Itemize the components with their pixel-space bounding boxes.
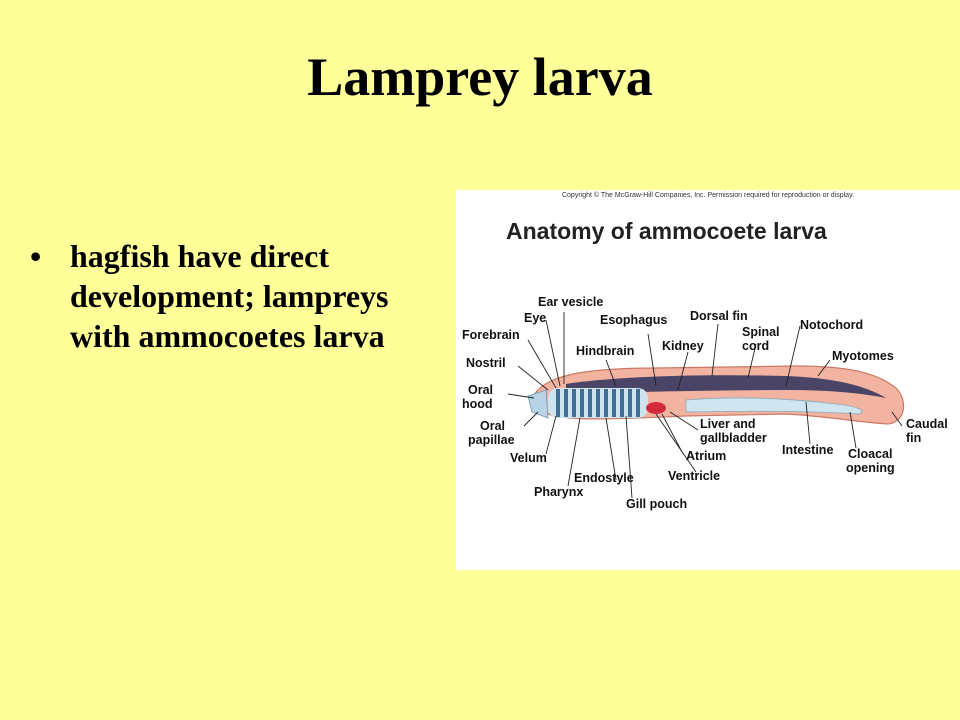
label-oral-papillae-1: Oral <box>480 419 506 433</box>
label-liver-2: gallbladder <box>700 431 767 445</box>
copyright-notice: Copyright © The McGraw-Hill Companies, I… <box>561 192 854 199</box>
label-cloacal-1: Cloacal <box>848 447 893 461</box>
label-dorsal-fin: Dorsal fin <box>690 309 748 323</box>
label-ear-vesicle: Ear vesicle <box>538 295 604 309</box>
label-oral-hood-1: Oral <box>468 383 494 397</box>
label-spinal-cord-2: cord <box>742 339 770 353</box>
label-myotomes: Myotomes <box>832 349 894 363</box>
label-caudal-1: Caudal <box>906 417 948 431</box>
label-atrium: Atrium <box>686 449 727 463</box>
label-esophagus: Esophagus <box>600 313 668 327</box>
oral-hood-shape <box>527 389 549 419</box>
label-oral-papillae-2: papillae <box>468 433 515 447</box>
slide-title: Lamprey larva <box>307 47 653 107</box>
label-nostril: Nostril <box>466 356 506 370</box>
label-forebrain: Forebrain <box>462 328 520 342</box>
heart-shape <box>646 402 666 414</box>
leader-lines <box>507 312 903 499</box>
label-notochord: Notochord <box>800 318 864 332</box>
label-liver-1: Liver and <box>700 417 756 431</box>
ammocoete-anatomy-figure: Copyright © The McGraw-Hill Companies, I… <box>456 190 960 570</box>
label-oral-hood-2: hood <box>462 397 493 411</box>
label-intestine: Intestine <box>782 443 834 457</box>
label-kidney: Kidney <box>662 339 704 353</box>
label-pharynx: Pharynx <box>534 485 584 499</box>
label-velum: Velum <box>510 451 547 465</box>
label-gill-pouch: Gill pouch <box>626 497 688 511</box>
label-cloacal-2: opening <box>846 461 895 475</box>
label-hindbrain: Hindbrain <box>576 344 635 358</box>
notochord-band <box>566 375 886 398</box>
figure-title: Anatomy of ammocoete larva <box>506 218 827 244</box>
bullet-dot: • <box>30 238 42 274</box>
label-ventricle: Ventricle <box>668 469 721 483</box>
intestine-shape <box>685 397 862 415</box>
bullet-text: hagfish have direct development; lamprey… <box>70 238 389 354</box>
bullet-item: • hagfish have direct development; lampr… <box>30 236 440 356</box>
label-spinal-cord-1: Spinal <box>742 325 780 339</box>
bullet-list: • hagfish have direct development; lampr… <box>30 236 440 356</box>
larva-illustration <box>507 312 905 499</box>
label-eye: Eye <box>524 311 547 325</box>
label-caudal-2: fin <box>906 431 922 445</box>
label-endostyle: Endostyle <box>574 471 634 485</box>
gill-bars <box>556 389 640 417</box>
